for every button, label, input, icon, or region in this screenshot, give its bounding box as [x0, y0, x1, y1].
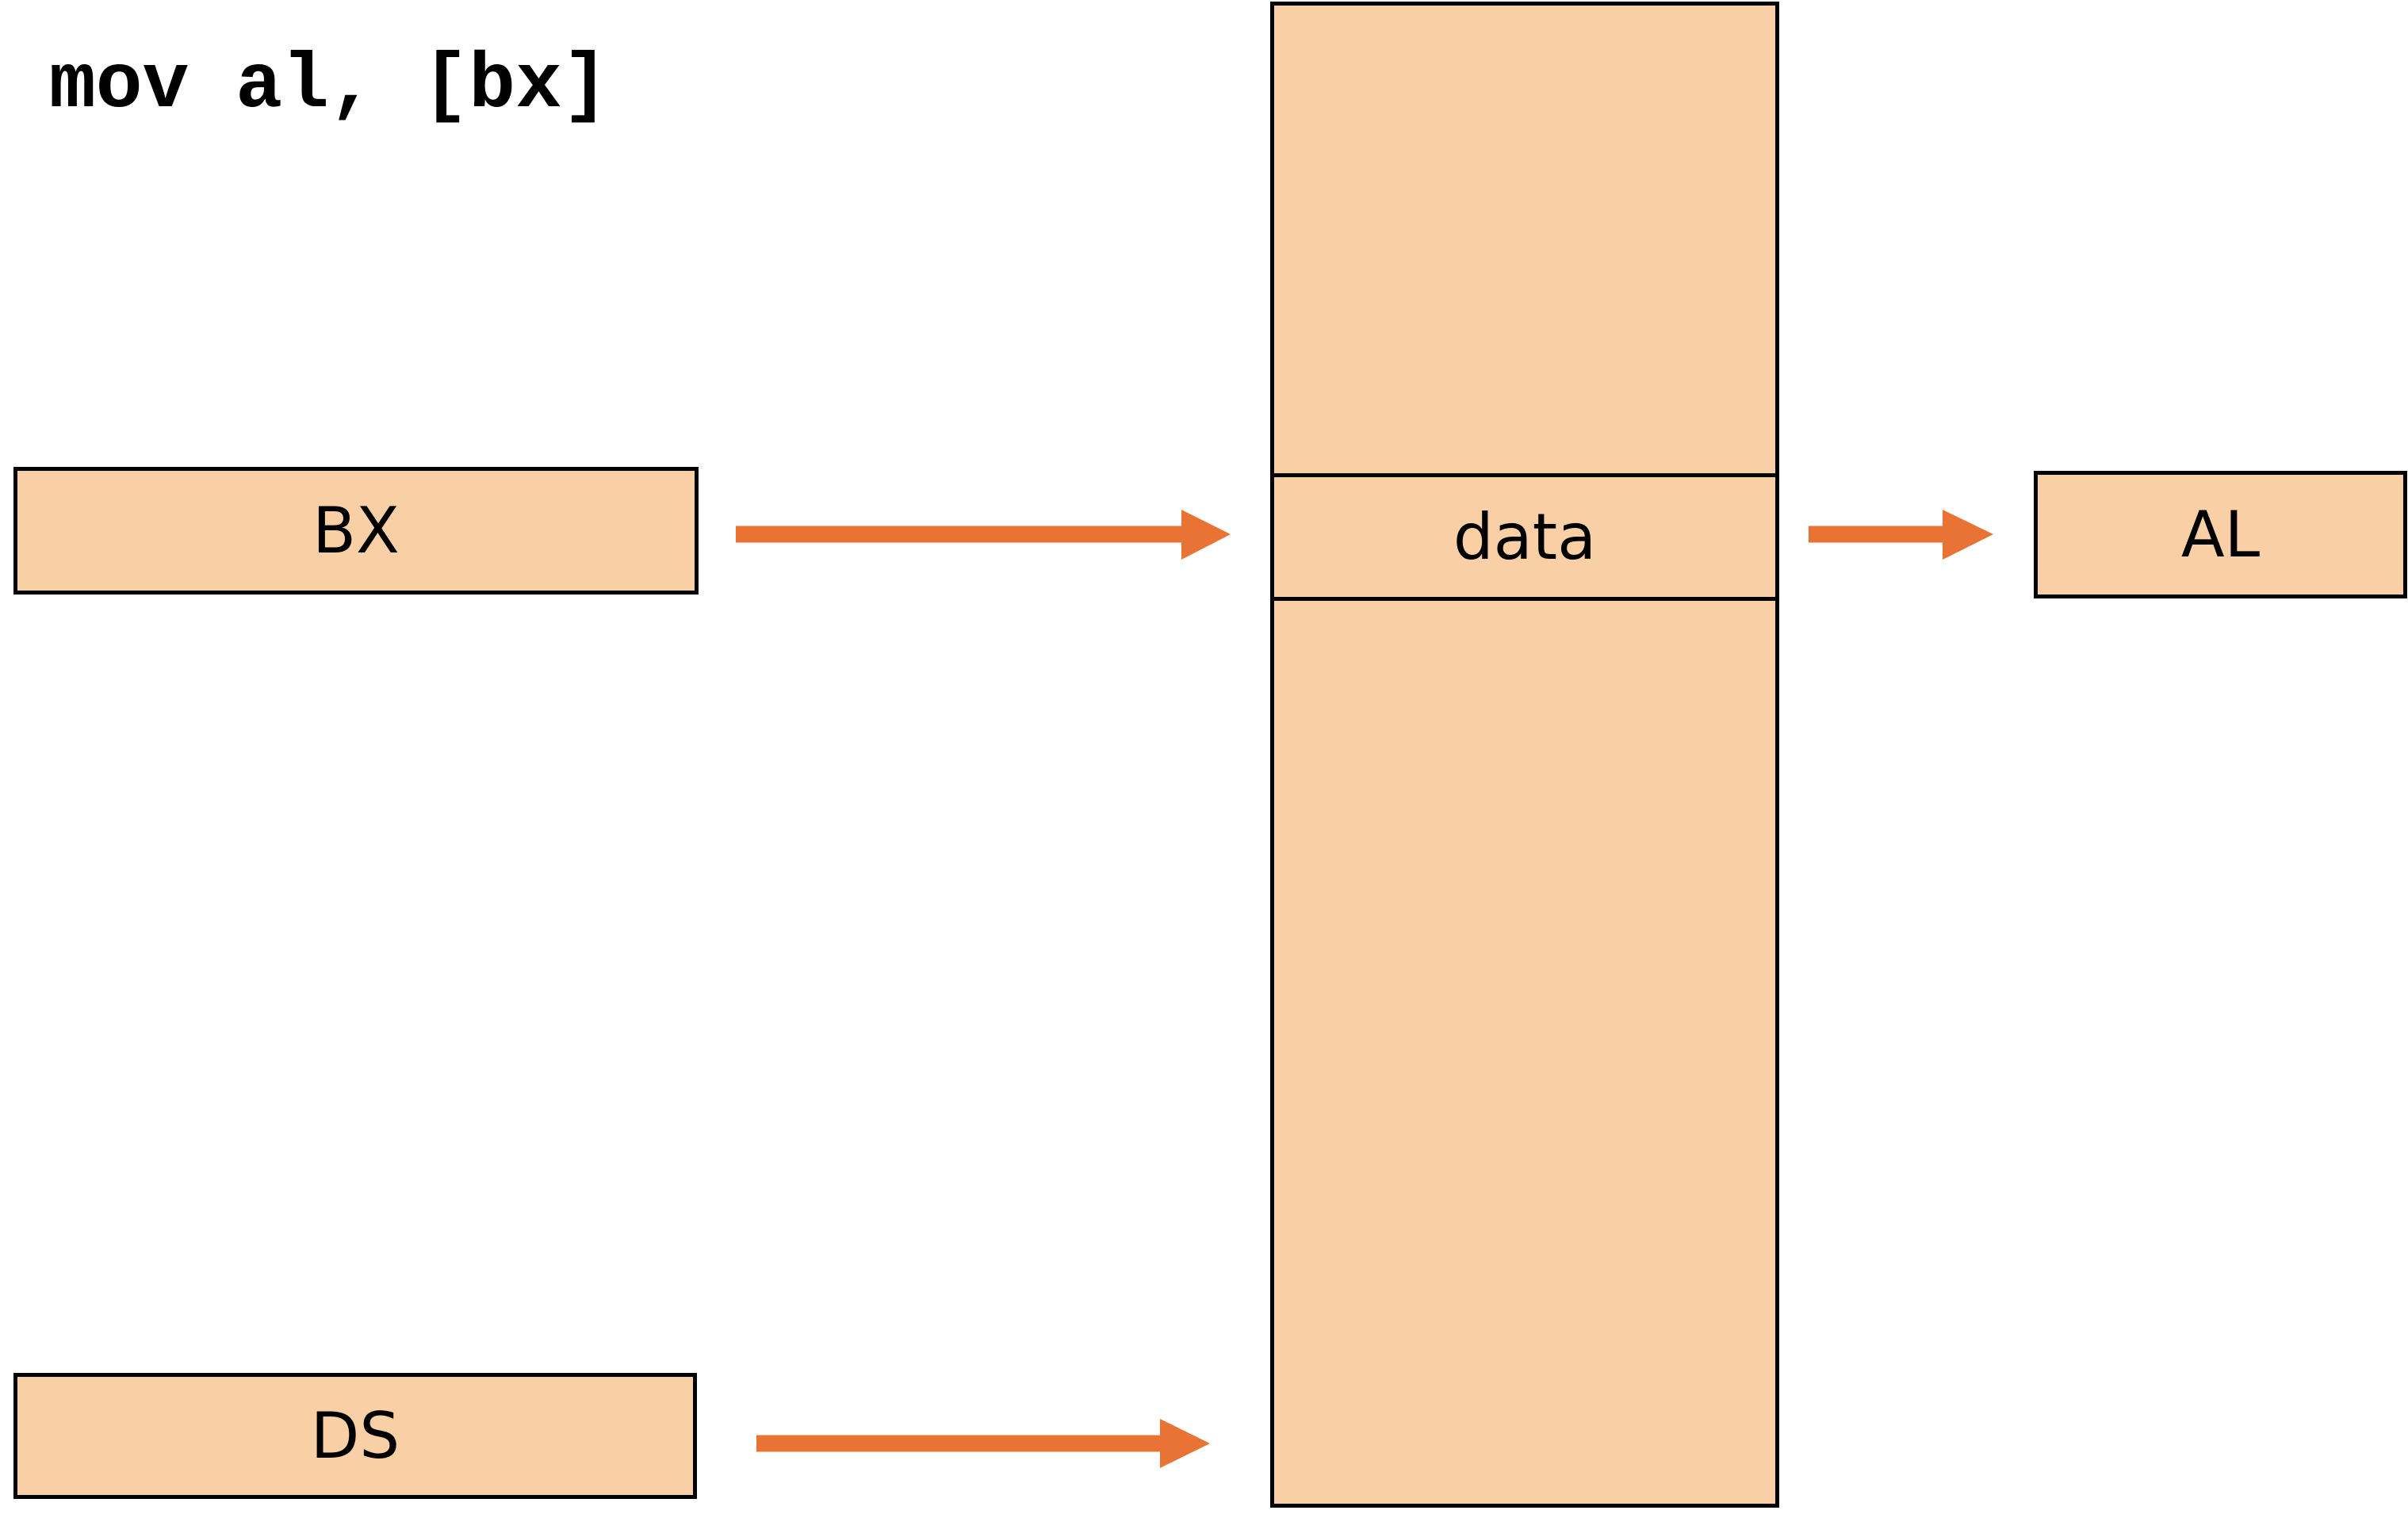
ds-to-memory-arrow [756, 1419, 1210, 1468]
memory-data-cell: data [1274, 477, 1775, 597]
instruction-text: mov al, [bx] [49, 42, 609, 130]
ds-register-label: DS [310, 1399, 400, 1473]
memory-cell-top-border [1274, 473, 1775, 477]
memory-data-label: data [1453, 500, 1597, 574]
bx-register-label: BX [312, 494, 400, 568]
memory-cell-bottom-border [1274, 597, 1775, 601]
memory-to-al-arrow [1809, 510, 1993, 560]
al-register-label: AL [2180, 498, 2261, 572]
ds-register: DS [13, 1373, 697, 1499]
bx-to-memory-arrow [736, 510, 1231, 560]
bx-register: BX [13, 467, 699, 595]
al-register: AL [2034, 471, 2407, 598]
memory-block: data [1270, 2, 1779, 1508]
